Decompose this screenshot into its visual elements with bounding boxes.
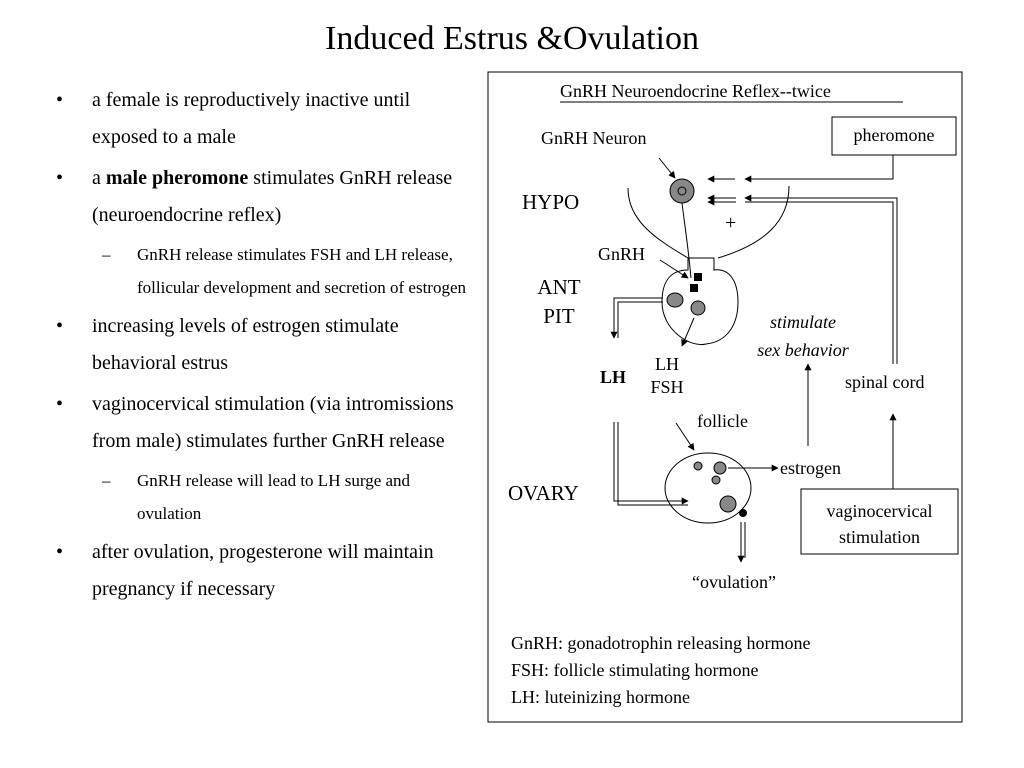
ovary-outline [664, 452, 752, 524]
lh-fsh-label: LH FSH [644, 353, 690, 399]
gnrh-granule [694, 273, 702, 281]
vaginocervical-stimulation-label: vaginocervical stimulation [801, 498, 958, 550]
bullet-list: a female is reproductively inactive unti… [50, 82, 470, 612]
lh-label: LH [600, 367, 627, 387]
sub-bullet-item: GnRH release will lead to LH surge and o… [50, 464, 470, 530]
stimulate-label: stimulate [770, 312, 836, 332]
abbreviation-legend: GnRH: gonadotrophin releasing hormone FS… [511, 630, 810, 711]
pituitary-cell [690, 300, 706, 316]
sex-behavior-label: sex behavior [757, 340, 849, 360]
stimulation-label-line: stimulation [839, 527, 920, 547]
gnrh-neuron-nucleus [677, 186, 687, 196]
lh-fsh-lh-label: LH [655, 354, 679, 374]
legend-entry-lh: LH: luteinizing hormone [511, 687, 690, 707]
lh-pathway-line [610, 297, 663, 339]
ovulated-ovum [739, 509, 747, 517]
follicle-pointer-arrow [675, 422, 695, 451]
gnrh-neuron-label: GnRH Neuron [541, 128, 647, 148]
pit-label: PIT [543, 304, 575, 328]
pituitary-outline [661, 257, 739, 346]
stimulate-sex-behavior-label: stimulate sex behavior [742, 308, 864, 364]
pituitary-cell [666, 292, 684, 308]
bullet-item: a male pheromone stimulates GnRH release… [50, 160, 470, 234]
vaginocervical-label-line: vaginocervical [826, 501, 933, 521]
bullet-item: after ovulation, progesterone will maint… [50, 534, 470, 608]
ovary-label: OVARY [508, 481, 579, 505]
gnrh-label: GnRH [598, 244, 646, 264]
bullet-text: a [92, 167, 106, 189]
gnrh-neuron-pointer-arrow [658, 157, 676, 179]
lh-pathway-line [617, 301, 663, 338]
sub-bullet-item: GnRH release stimulates FSH and LH relea… [50, 238, 470, 304]
legend-entry-fsh: FSH: follicle stimulating hormone [511, 660, 759, 680]
diagram-frame [487, 71, 963, 723]
lh-ovary-pathway-line [613, 422, 689, 505]
bullet-item: increasing levels of estrogen stimulate … [50, 308, 470, 382]
ant-pit-label: ANT PIT [531, 273, 587, 331]
bullet-text: stimulates GnRH release (neuroendocrine … [92, 167, 453, 226]
pheromone-box [831, 116, 957, 156]
hypo-label: HYPO [522, 190, 580, 214]
lh-fsh-fsh-label: FSH [650, 377, 684, 397]
ovary-follicle [713, 461, 727, 475]
spinal-cord-label: spinal cord [845, 372, 925, 392]
spinal-cord-pathway-line [744, 194, 898, 364]
follicle-label: follicle [697, 411, 748, 431]
bullet-item: a female is reproductively inactive unti… [50, 82, 470, 156]
ant-label: ANT [537, 275, 581, 299]
ovary-follicle [719, 495, 737, 513]
vaginocervical-box [800, 488, 959, 555]
spinal-cord-pathway-line [745, 201, 894, 364]
lh-ovary-pathway-line [617, 422, 688, 506]
pheromone-label: pheromone [853, 125, 935, 145]
hypothalamus-outline [627, 185, 790, 259]
gnrh-neuron-cell [669, 178, 695, 204]
plus-sign: + [725, 212, 737, 234]
gnrh-pointer-arrow [659, 259, 689, 279]
slide-title: Induced Estrus &Ovulation [325, 20, 699, 57]
ovulation-label: “ovulation” [692, 572, 776, 592]
legend-entry-gnrh: GnRH: gonadotrophin releasing hormone [511, 633, 811, 653]
bullet-item: vaginocervical stimulation (via intromis… [50, 386, 470, 460]
estrogen-label: estrogen [780, 458, 841, 478]
gnrh-granule [690, 284, 698, 292]
pheromone-pathway-line [744, 155, 894, 183]
gnrh-axon [681, 202, 692, 279]
ovary-follicle [693, 461, 703, 471]
diagram-heading: GnRH Neuroendocrine Reflex--twice [560, 81, 831, 101]
bullet-bold-text: male pheromone [105, 167, 249, 189]
ovary-follicle [711, 475, 721, 485]
lh-fsh-pointer-arrow [681, 317, 695, 347]
